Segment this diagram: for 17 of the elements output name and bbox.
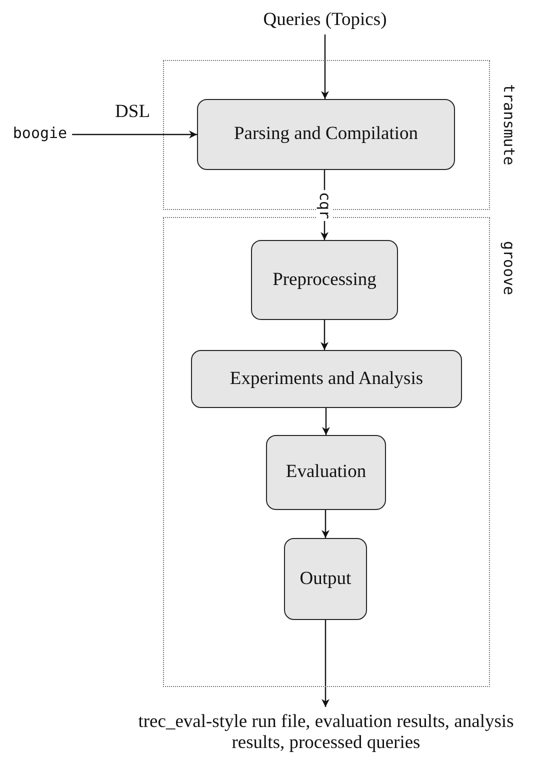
arrow [321, 34, 329, 99]
arrow [72, 130, 197, 138]
process-box: Experiments and Analysis [191, 350, 462, 408]
group-label: transmute [500, 84, 518, 166]
arrow [320, 320, 328, 350]
edge-label: cqr [317, 190, 332, 221]
process-box: Preprocessing [251, 240, 398, 320]
arrow [322, 620, 330, 707]
process-box: Evaluation [266, 435, 386, 510]
arrow [322, 408, 330, 435]
process-box: Output [284, 538, 367, 620]
text-label: boogie [4, 120, 76, 146]
text-label: Queries (Topics) [230, 6, 420, 34]
group-label: groove [500, 241, 518, 296]
arrow [322, 510, 330, 538]
text-label: trec_eval-style run file, evaluation results, analysis results, processed queries [138, 706, 514, 760]
process-box: Parsing and Compilation [197, 99, 455, 170]
